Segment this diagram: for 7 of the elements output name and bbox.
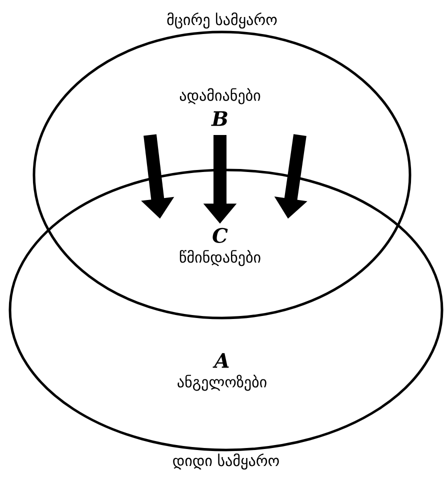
ellipse [32, 10, 412, 320]
label-text: C წმინდანები [180, 228, 260, 266]
heading: მცირე სამყარო [167, 12, 277, 29]
ellipse [8, 168, 444, 472]
heading: დიდი სამყარო [173, 453, 279, 470]
label-text: ადამიანები B [180, 88, 260, 126]
label-text: A ანგელოზები [178, 353, 266, 391]
